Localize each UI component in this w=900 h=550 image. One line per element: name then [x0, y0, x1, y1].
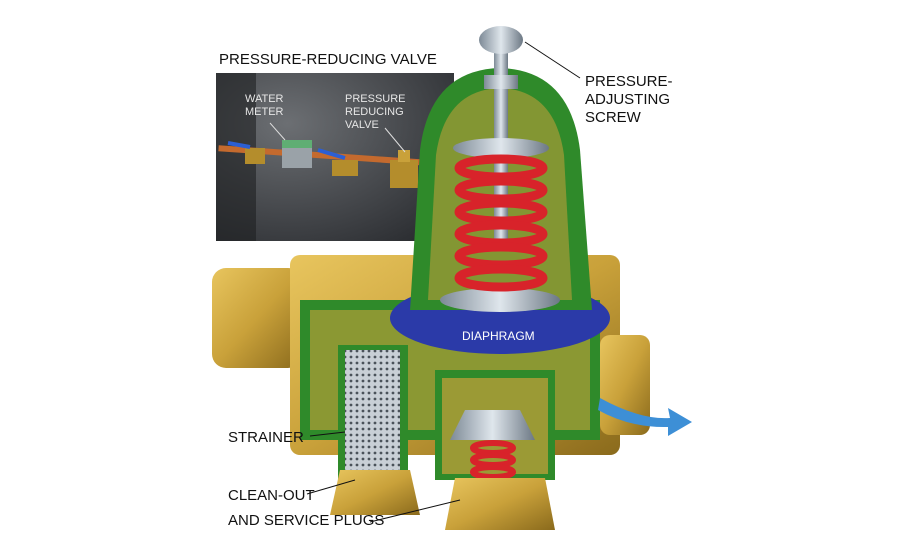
- prv-label-3: VALVE: [345, 119, 379, 131]
- flow-arrow: [598, 398, 692, 436]
- clean-out-plug: [330, 470, 420, 515]
- poppet-spring: [470, 440, 516, 480]
- diaphragm-label: DIAPHRAGM: [462, 329, 535, 343]
- screw-head: [479, 26, 523, 54]
- plugs-label-2: AND SERVICE PLUGS: [228, 512, 384, 529]
- leader-plug-2: [369, 499, 461, 523]
- prv-label-2: REDUCING: [345, 106, 404, 118]
- main-spring: [454, 154, 548, 292]
- leader-strainer: [309, 431, 346, 437]
- screw-label-3: SCREW: [585, 109, 642, 126]
- plugs-label-1: CLEAN-OUT: [228, 487, 315, 504]
- strainer-screen: [345, 350, 400, 475]
- inset-photo: [216, 73, 455, 241]
- screw-label-2: ADJUSTING: [585, 91, 670, 108]
- water-meter-label-2: METER: [245, 106, 284, 118]
- leader-plug-1: [306, 479, 356, 495]
- water-meter-label-1: WATER: [245, 93, 284, 105]
- strainer-label: STRAINER: [228, 429, 304, 446]
- prv-label-1: PRESSURE: [345, 93, 406, 105]
- inset-title: PRESSURE-REDUCING VALVE: [219, 51, 437, 68]
- leader-screw: [524, 41, 581, 79]
- screw-label-1: PRESSURE-: [585, 73, 673, 90]
- service-plug: [445, 478, 555, 530]
